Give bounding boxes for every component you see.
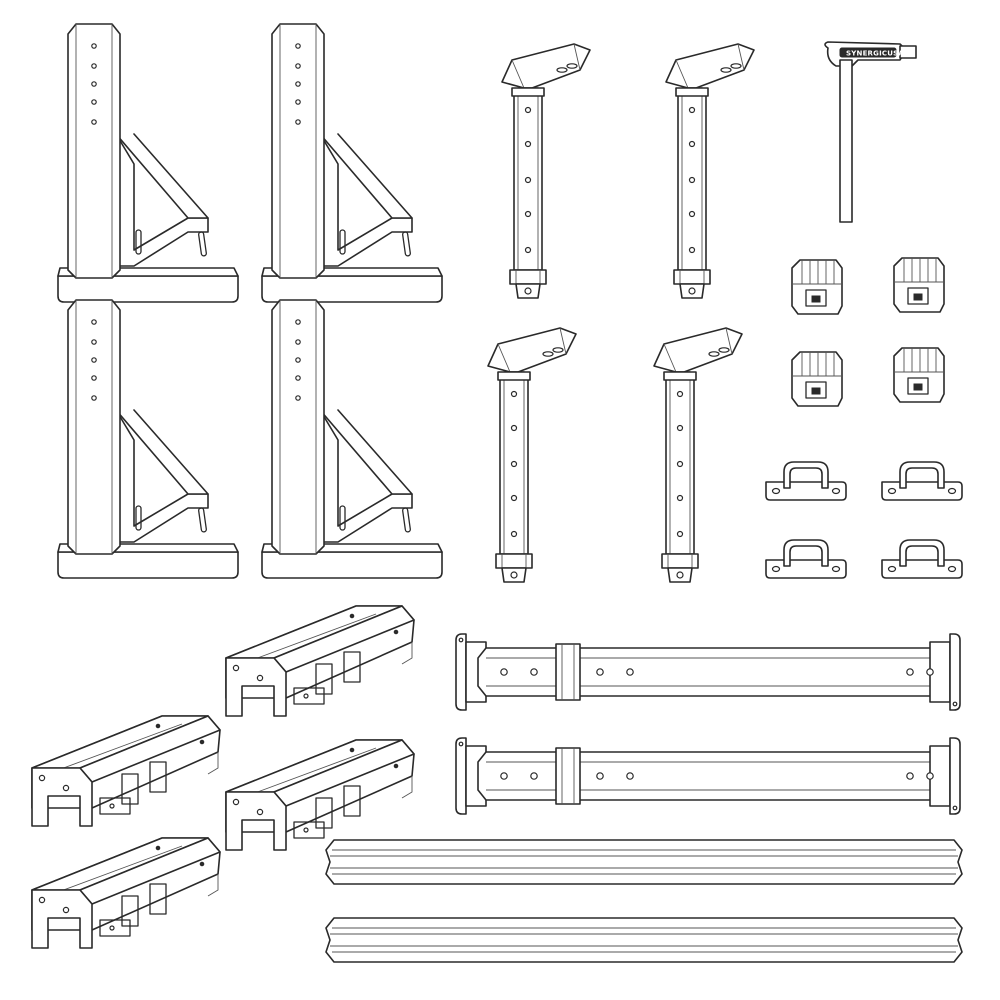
rail-clamp: [31, 837, 221, 949]
upright-bracket: [261, 23, 443, 303]
end-cap: [893, 257, 945, 313]
end-cap: [791, 259, 843, 315]
rail-clamp: [31, 715, 221, 827]
rail-clamp: [225, 605, 415, 717]
crossbar: [455, 633, 961, 711]
tie-down-loop: [881, 461, 963, 501]
crossbar: [455, 737, 961, 815]
rail-clamp: [225, 739, 415, 851]
t-handle-key: SYNERGICUSA: [824, 41, 917, 223]
end-cap: [893, 347, 945, 403]
angled-post: [665, 43, 755, 299]
end-cap: [791, 351, 843, 407]
angled-post: [653, 327, 743, 583]
rail: [325, 917, 963, 963]
upright-bracket: [57, 23, 239, 303]
angled-post: [487, 327, 577, 583]
rail: [325, 839, 963, 885]
upright-bracket: [57, 299, 239, 579]
tie-down-loop: [765, 539, 847, 579]
angled-post: [501, 43, 591, 299]
brand-label: SYNERGICUSA: [846, 50, 904, 58]
tie-down-loop: [881, 539, 963, 579]
tie-down-loop: [765, 461, 847, 501]
upright-bracket: [261, 299, 443, 579]
